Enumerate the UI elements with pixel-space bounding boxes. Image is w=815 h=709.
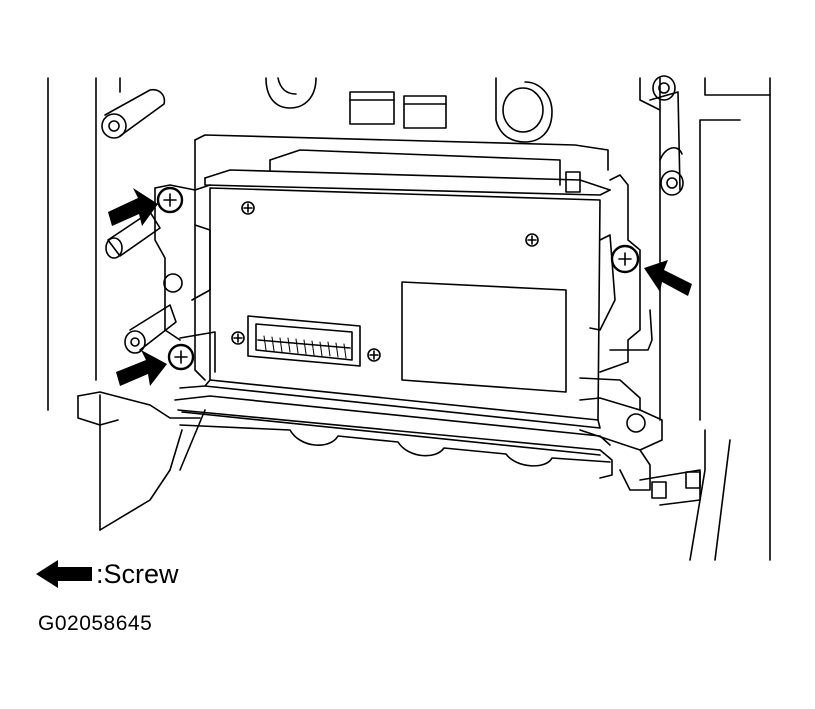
- bottom-tray: [179, 411, 611, 467]
- arrow-right: [644, 260, 692, 296]
- screw-top-left: [156, 186, 184, 214]
- legend: :Screw: [36, 557, 179, 591]
- connector: [247, 315, 361, 367]
- figure-id: G02058645: [38, 612, 153, 635]
- screw-right: [610, 244, 640, 274]
- left-panel: [47, 77, 206, 531]
- screw-bottom-left: [167, 343, 195, 371]
- arrow-top-left: [108, 188, 158, 226]
- background-fixtures: [101, 75, 684, 354]
- arrow-left-icon: [36, 560, 92, 588]
- right-panel: [639, 77, 771, 561]
- legend-label: :Screw: [96, 558, 179, 589]
- audio-unit: [174, 149, 613, 479]
- arrow-bottom-left: [116, 350, 167, 386]
